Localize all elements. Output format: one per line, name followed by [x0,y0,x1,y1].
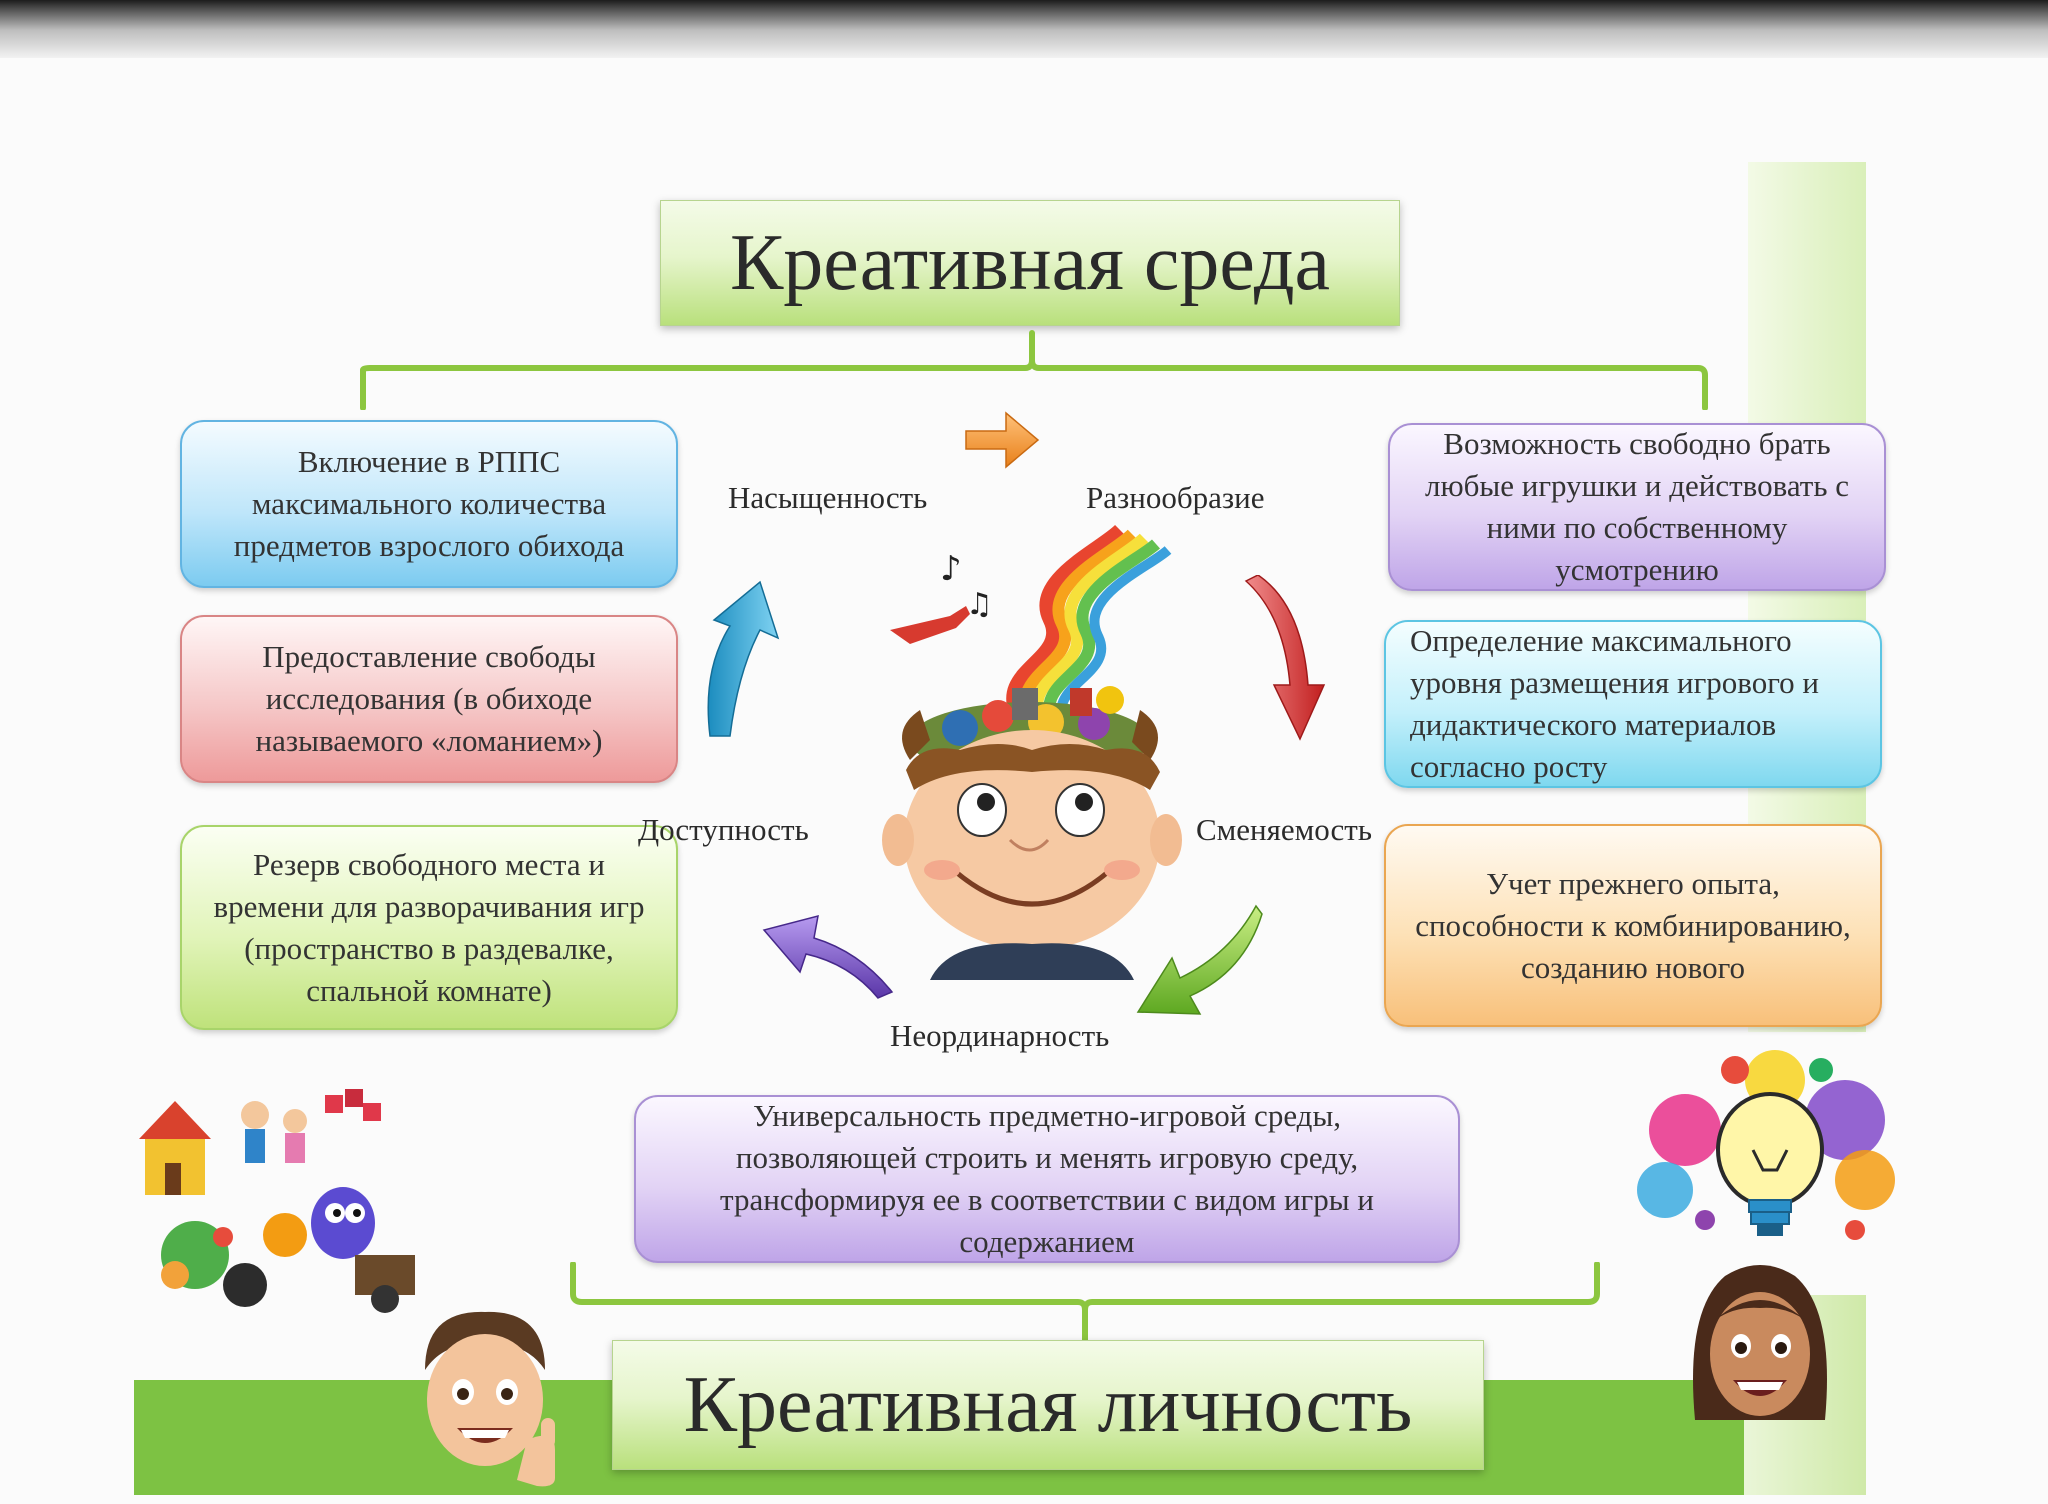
box-material-placement-height: Определение максимального уровня размеще… [1384,620,1882,788]
boy-emoji-thumbs-up [425,1311,555,1487]
children-drawing-collage [139,1089,415,1313]
arrow-down-left-icon [1136,904,1263,1015]
arrow-right-icon [965,411,1040,469]
box-adult-household-items: Включение в РППС максимального количеств… [180,420,678,588]
box-free-toy-access: Возможность свободно брать любые игрушки… [1388,423,1886,591]
girl-emoji [1693,1265,1827,1420]
arrow-curved-down-icon [1244,575,1326,741]
box-prior-experience: Учет прежнего опыта, способности к комби… [1384,824,1882,1027]
svg-text:♪: ♪ [940,549,962,589]
box-free-space-reserve: Резерв свободного места и времени для ра… [180,825,678,1030]
box-universality: Универсальность предметно-игровой среды,… [634,1095,1460,1263]
label-unusualness: Неординарность [890,1018,1110,1053]
scan-edge-shadow [0,0,2048,58]
title-creative-environment: Креативная среда [660,200,1400,326]
label-saturation: Насыщенность [728,480,928,515]
arrow-up-left-icon [762,914,894,999]
boy-with-creative-head-illustration: ♪ ♫ [882,524,1182,980]
label-variety: Разнообразие [1086,480,1265,515]
title-creative-personality: Креативная личность [612,1340,1484,1470]
top-bracket [360,330,1708,410]
arrow-curved-up-icon [707,580,780,737]
lightbulb-paint-splash [1637,1050,1895,1240]
label-accessibility: Доступность [638,812,809,847]
box-freedom-of-exploration: Предоставление свободы исследования (в о… [180,615,678,783]
svg-text:♫: ♫ [966,587,993,622]
label-changeability: Сменяемость [1196,812,1372,847]
bottom-bracket [570,1262,1600,1342]
